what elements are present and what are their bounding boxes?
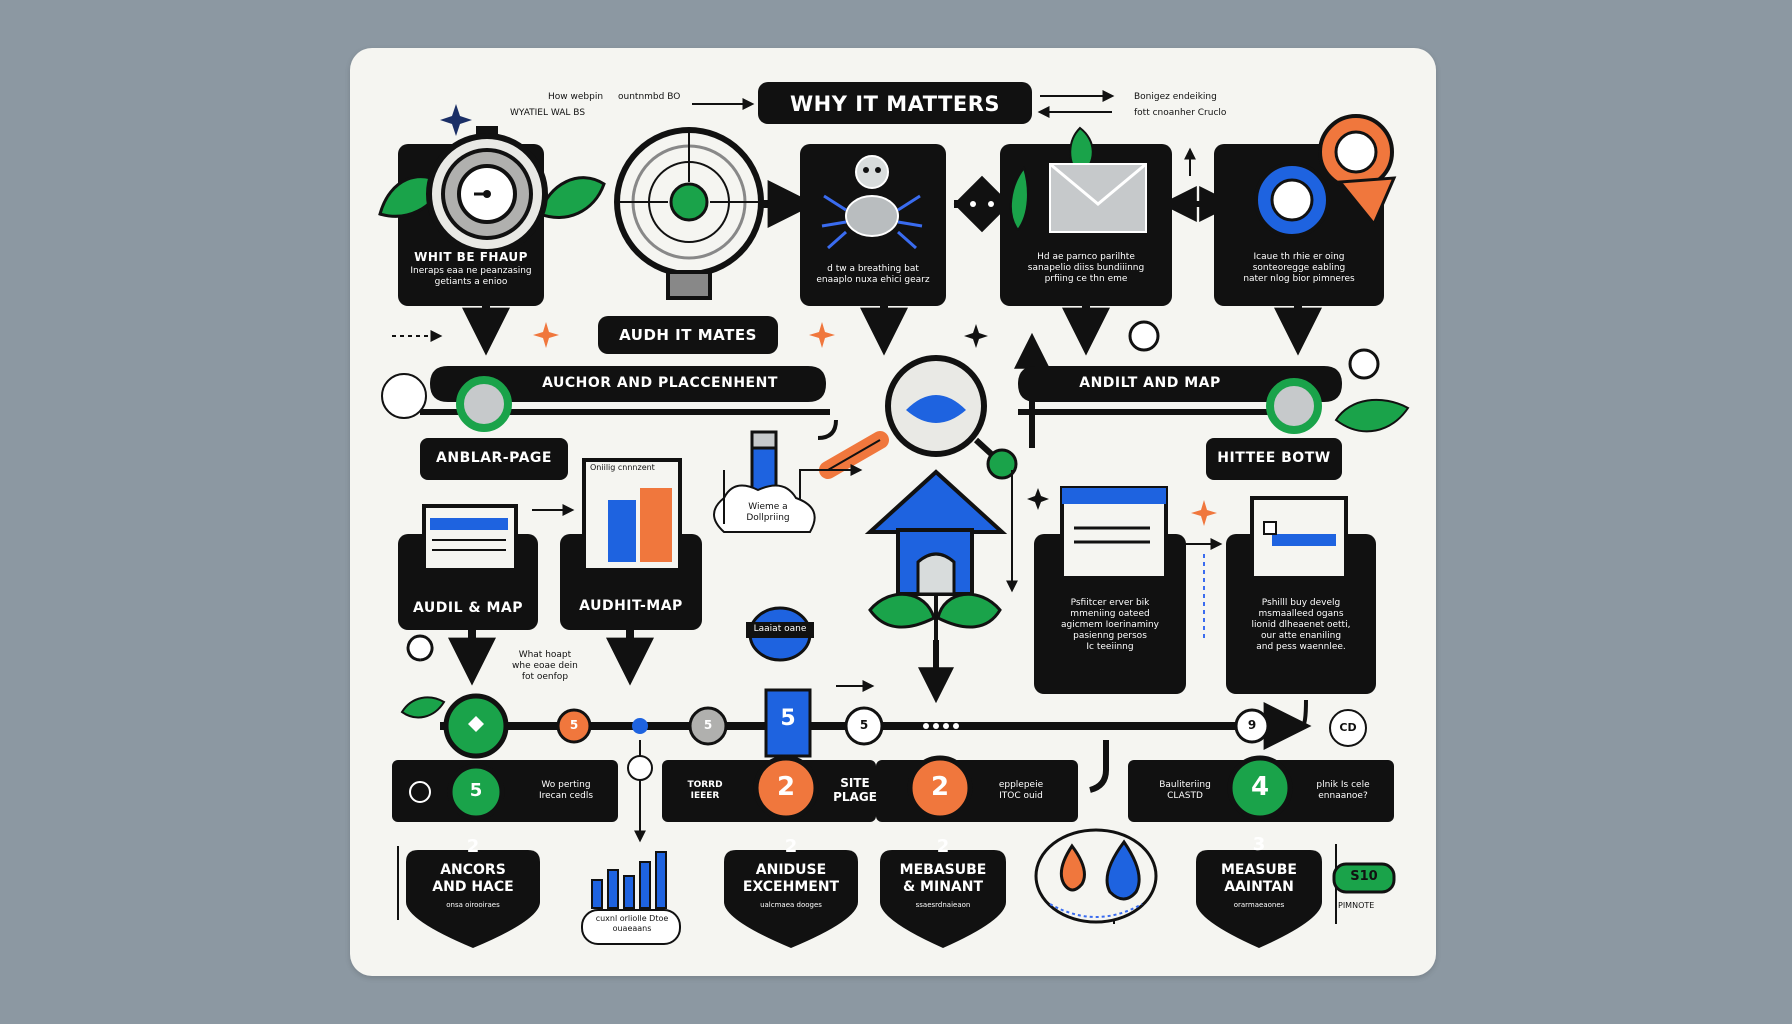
timeline-box-num: 5: [780, 706, 796, 731]
timeline-dot: [844, 706, 884, 746]
cloud-text: Wieme a Dollpriing: [746, 502, 790, 523]
sparkle-icon: [1191, 500, 1217, 526]
shield-4-title: MEASUBE AAINTAN: [1220, 862, 1297, 895]
house-icon: [864, 469, 1008, 596]
magnifier-icon: [819, 355, 1018, 480]
pill-caption: PIMNOTE: [1338, 901, 1375, 910]
leaf-icon: [1334, 398, 1410, 433]
top-card-4-text: Icaue th rhie er oing sonteoregge eablin…: [1243, 252, 1355, 284]
timeline-num: 5: [703, 718, 713, 732]
top-card-3-text: Hd ae parnco parilhte sanapelio diiss bu…: [1027, 252, 1145, 284]
top-card-1-title: WHIT BE FHAUP: [414, 250, 528, 264]
shield-1-sub: onsa oirooiraes: [446, 901, 500, 909]
title-pill: [758, 82, 1032, 124]
row-box-3-text: epplepeie ITOC ouid: [998, 780, 1044, 801]
row-box-1-text: Wo perting Irecan cedls: [538, 780, 594, 801]
top-card-2-text: d tw a breathing bat enaaplo nuxa ehici …: [816, 264, 930, 285]
tab-left: [420, 438, 568, 480]
row-box-4-left: Bauliteriing CLASTD: [1159, 780, 1211, 801]
header-note: How webpin: [548, 92, 604, 102]
shield-4-sub: orarmaeaones: [1233, 901, 1285, 909]
band-right-label: ANDILT AND MAP: [1079, 375, 1221, 391]
shield-4: [1196, 850, 1322, 948]
sparkle-icon: [1027, 488, 1049, 510]
shield-3-title: MEBASUBE & MINANT: [899, 862, 987, 895]
shield-3-num: 2: [936, 836, 950, 857]
pin-icon: [456, 376, 512, 432]
leaf-icon: [1009, 165, 1029, 232]
header-note: ountnmbd BO: [618, 92, 681, 102]
tab-right-label: HITTEE BOTW: [1217, 450, 1331, 466]
globe-badge: Laaiat oane: [753, 624, 807, 634]
band-left: [430, 366, 826, 402]
tab-right: [1206, 438, 1342, 480]
timeline-dot: [1234, 708, 1270, 744]
row-box-4-right: plnik Is cele ennaanoe?: [1316, 780, 1370, 801]
gear-icon: [1254, 162, 1330, 238]
envelope-icon: [1049, 162, 1147, 233]
audit-tag-label: AUDH IT MATES: [619, 326, 757, 344]
gear-icon: [1318, 114, 1397, 227]
mid-card-2-title: AUDHIT-MAP: [579, 598, 683, 614]
leaf-icon: [538, 176, 606, 219]
header-note: WYATIEL WAL BS: [510, 108, 586, 118]
timeline-box: [764, 688, 812, 758]
shield-1: [406, 850, 540, 948]
bar-chart-icon: [581, 851, 681, 945]
mid-card-1-title: AUDIL & MAP: [412, 600, 523, 616]
sparkle-icon: [533, 322, 559, 348]
shield-1-title: ANCORS AND HACE: [432, 862, 514, 895]
row-box-2-num: 2: [776, 772, 796, 802]
bug-icon: [821, 155, 923, 250]
band-right: [1018, 366, 1342, 402]
page-title: WHY IT MATTERS: [790, 92, 1000, 116]
bar-caption: cuxnl orliolle Dtoe ouaeaans: [595, 914, 669, 933]
band-left-label: AUCHOR AND PLACCENHENT: [542, 375, 778, 391]
green-pill-label: S10: [1350, 869, 1378, 884]
row-box-2-left: TORRD IEEER: [687, 780, 723, 801]
cd-label: CD: [1339, 721, 1357, 734]
chart-caption: Oniilig cnnnzent: [590, 463, 655, 472]
header-note: fott cnoanher Cruclo: [1134, 108, 1227, 118]
shield-2-sub: ualcmaea dooges: [760, 901, 822, 909]
timeline-num: 5: [859, 718, 869, 732]
plant-icon: [868, 592, 1002, 640]
cd-circle: [1329, 709, 1367, 747]
small-note: What hoapt whe eoae dein fot oenfop: [512, 650, 578, 682]
leaf-icon: [400, 696, 446, 719]
shield-1-num: 2: [466, 836, 480, 857]
shield-2-title: ANIDUSE EXCEHMENT: [742, 862, 840, 895]
sparkle-icon: [964, 324, 988, 348]
mid-card-3-text: Psfiitcer erver bik mmeniing oateed agic…: [1060, 598, 1160, 652]
shield-2: [724, 850, 858, 948]
mid-card-4-text: Pshilll buy develg msmaalleed ogans lion…: [1251, 598, 1351, 652]
sparkle-icon: [440, 104, 472, 136]
green-pill: [1332, 862, 1396, 894]
shield-2-num: 2: [784, 836, 798, 857]
row-box-2-right: SITE PLAGE: [833, 776, 877, 804]
sparkle-icon: [809, 322, 835, 348]
row-box-1: [392, 760, 618, 822]
row-box-1-num: 5: [469, 780, 483, 801]
shield-4-num: 3: [1252, 834, 1266, 855]
shield-3-sub: ssaesrdnaieaon: [915, 901, 971, 909]
pin-icon: [1266, 378, 1322, 434]
audit-tag: [598, 316, 778, 354]
cloud-icon: [713, 484, 816, 533]
row-box-4-num: 4: [1250, 772, 1270, 802]
tab-left-label: ANBLAR-PAGE: [436, 450, 552, 466]
drops-icon: [1034, 828, 1158, 924]
timeline-dot: [688, 706, 728, 746]
row-box-3-num: 2: [930, 772, 950, 802]
timeline-num: 5: [569, 718, 579, 732]
shield-3: [880, 850, 1006, 948]
header-note: Bonigez endeiking: [1134, 92, 1217, 102]
timeline-dot: [556, 708, 592, 744]
top-card-1-text: Ineraps eaa ne peanzasing getiants a eni…: [410, 266, 532, 287]
timeline-num: 9: [1247, 718, 1257, 732]
